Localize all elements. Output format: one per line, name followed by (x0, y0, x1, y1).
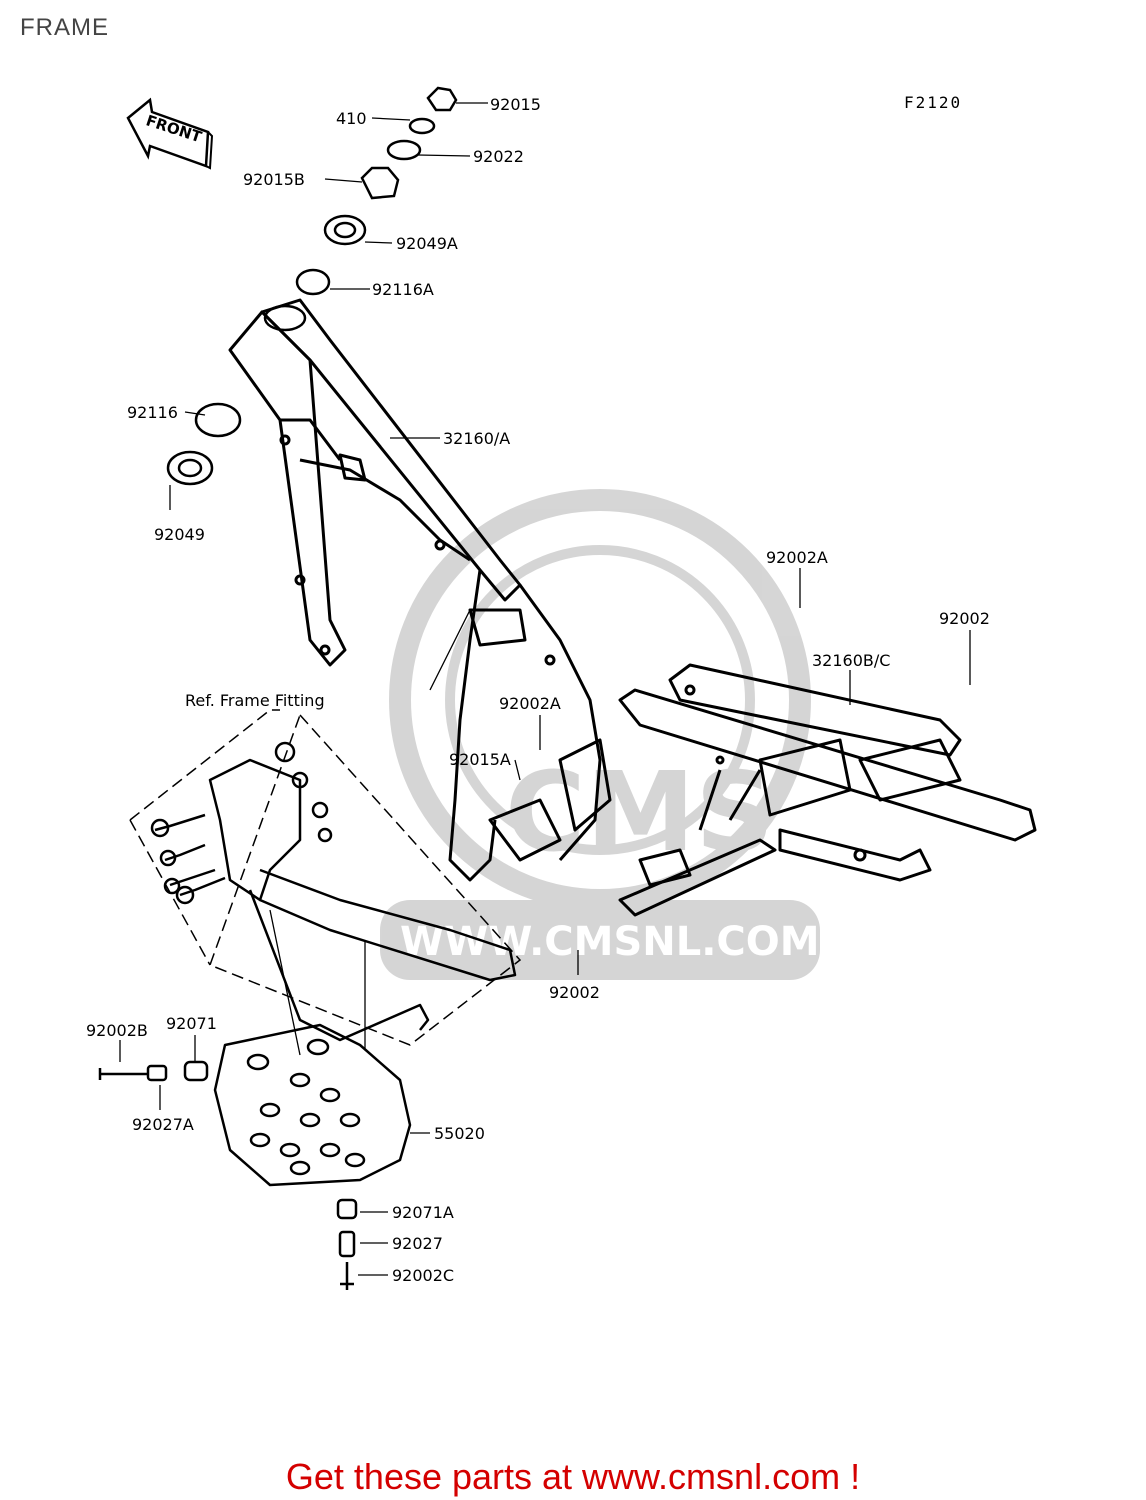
label-92071: 92071 (166, 1014, 217, 1033)
leader-lines (119, 102, 971, 1276)
footer-parts-link[interactable]: Get these parts at www.cmsnl.com ! (285, 1456, 861, 1497)
steering-parts (166, 86, 458, 486)
label-32160bc: 32160B/C (812, 651, 890, 670)
label-92015a: 92015A (449, 750, 511, 769)
label-92116a: 92116A (372, 280, 434, 299)
label-92002c: 92002C (392, 1266, 454, 1285)
label-92116: 92116 (127, 403, 178, 422)
label-92027a: 92027A (132, 1115, 194, 1134)
ref-code: F2120 (904, 93, 962, 112)
label-92002a-top: 92002A (766, 548, 828, 567)
page-title: FRAME (20, 14, 109, 41)
label-92002b: 92002B (86, 1021, 148, 1040)
skid-plate-hardware (98, 1060, 358, 1290)
label-92022: 92022 (473, 147, 524, 166)
label-92027: 92027 (392, 1234, 443, 1253)
label-92002-bottom: 92002 (549, 983, 600, 1002)
label-92015: 92015 (490, 95, 541, 114)
rear-subframe (618, 663, 1037, 917)
watermark-text: WWW.CMSNL.COM (400, 919, 820, 965)
label-55020: 55020 (434, 1124, 485, 1143)
front-arrow-icon: FRONT (126, 97, 214, 170)
label-92015b: 92015B (243, 170, 305, 189)
label-410: 410 (336, 109, 367, 128)
label-92049: 92049 (154, 525, 205, 544)
label-92002a-mid: 92002A (499, 694, 561, 713)
main-frame-front (228, 298, 612, 882)
label-32160a: 32160/A (443, 429, 510, 448)
label-92002-right: 92002 (939, 609, 990, 628)
label-92071a: 92071A (392, 1203, 454, 1222)
ref-frame-fitting-label: Ref. Frame Fitting (185, 691, 325, 710)
label-92049a: 92049A (396, 234, 458, 253)
skid-plate (213, 1023, 412, 1187)
front-mount-bracket (150, 741, 517, 1042)
